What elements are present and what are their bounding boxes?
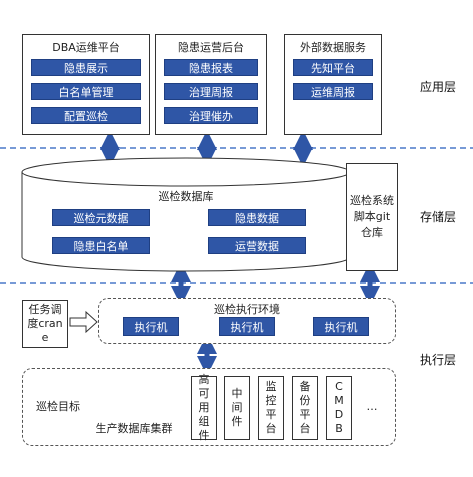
dba-platform-box: DBA运维平台 隐患展示 白名单管理 配置巡检 — [22, 34, 150, 135]
component-cmdb-label: CMDB — [334, 380, 344, 435]
db-title: 巡检数据库 — [158, 190, 214, 203]
dba-item-whitelist-mgmt[interactable]: 白名单管理 — [31, 83, 141, 100]
app-layer-label: 应用层 — [420, 80, 457, 94]
double-arrows — [100, 130, 380, 376]
dba-item-hazard-display[interactable]: 隐患展示 — [31, 59, 141, 76]
executor-2[interactable]: 执行机 — [219, 317, 275, 336]
ops-item-hazard-report[interactable]: 隐患报表 — [164, 59, 258, 76]
db-item-meta[interactable]: 巡检元数据 — [52, 209, 150, 226]
git-repo-label: 巡检系统脚本git仓库 — [350, 194, 394, 239]
ext-item-ops-weekly[interactable]: 运维周报 — [293, 83, 373, 100]
cluster-label: 生产数据库集群 — [95, 422, 173, 435]
component-monitoring[interactable]: 监控平台 — [258, 376, 284, 440]
ops-item-governance-urge[interactable]: 治理催办 — [164, 107, 258, 124]
component-ha-label: 高可用组件 — [198, 373, 210, 442]
component-monitoring-label: 监控平台 — [265, 380, 277, 435]
db-item-ops[interactable]: 运营数据 — [208, 237, 306, 254]
executor-3[interactable]: 执行机 — [313, 317, 369, 336]
git-repo-box: 巡检系统脚本git仓库 — [346, 163, 398, 271]
external-service-title: 外部数据服务 — [300, 41, 366, 54]
storage-layer-label: 存储层 — [420, 210, 457, 224]
component-cmdb[interactable]: CMDB — [326, 376, 352, 440]
component-middleware[interactable]: 中间件 — [224, 376, 250, 440]
scheduler-box: 任务调度crane — [22, 300, 68, 348]
ops-backend-box: 隐患运营后台 隐患报表 治理周报 治理催办 — [155, 34, 267, 135]
exec-env-box: 巡检执行环境 执行机 执行机 执行机 — [98, 298, 396, 344]
ops-backend-title: 隐患运营后台 — [178, 41, 244, 54]
exec-layer-label: 执行层 — [420, 353, 457, 367]
component-ha[interactable]: 高可用组件 — [191, 373, 217, 442]
external-service-box: 外部数据服务 先知平台 运维周报 — [284, 34, 382, 135]
dba-platform-title: DBA运维平台 — [52, 41, 120, 54]
dba-item-config-inspection[interactable]: 配置巡检 — [31, 107, 141, 124]
db-item-whitelist[interactable]: 隐患白名单 — [52, 237, 150, 254]
ops-item-weekly-report[interactable]: 治理周报 — [164, 83, 258, 100]
targets-label: 巡检目标 — [36, 400, 80, 413]
scheduler-label: 任务调度crane — [27, 303, 63, 344]
component-backup[interactable]: 备份平台 — [292, 376, 318, 440]
component-backup-label: 备份平台 — [299, 380, 311, 435]
components-ellipsis: … — [366, 400, 378, 413]
ext-item-prophet-platform[interactable]: 先知平台 — [293, 59, 373, 76]
executor-1[interactable]: 执行机 — [123, 317, 179, 336]
component-middleware-label: 中间件 — [231, 387, 243, 428]
exec-env-title: 巡检执行环境 — [214, 303, 280, 316]
arrow-scheduler-exec — [69, 310, 98, 334]
db-item-hazard[interactable]: 隐患数据 — [208, 209, 306, 226]
